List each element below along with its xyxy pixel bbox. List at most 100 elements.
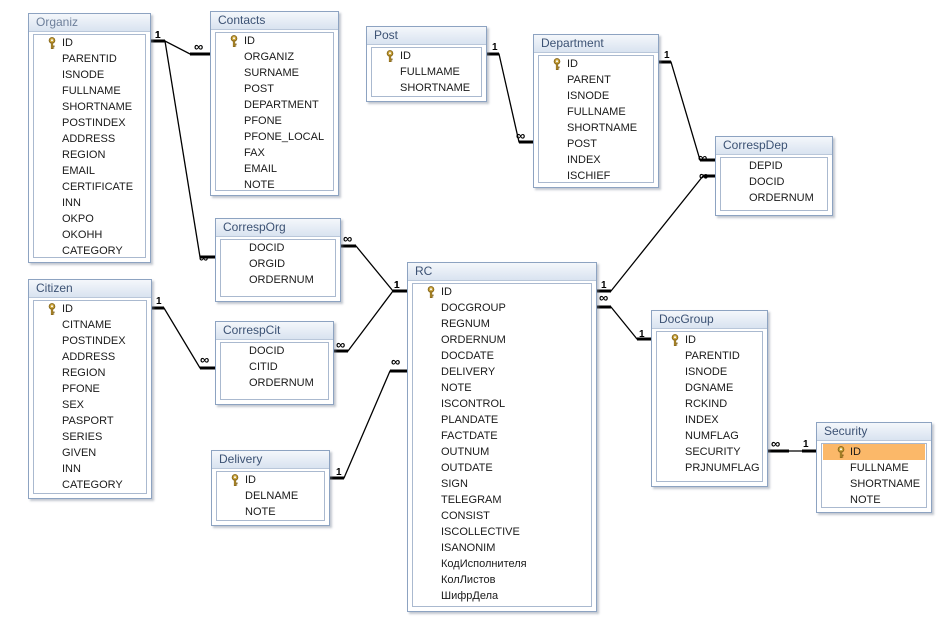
field-item[interactable]: ID (34, 35, 145, 51)
field-item[interactable]: ORDERNUM (221, 375, 328, 391)
field-item[interactable]: ISNODE (657, 364, 762, 380)
field-item[interactable]: ID (539, 56, 653, 72)
field-item[interactable]: CONSIST (413, 508, 591, 524)
table-title[interactable]: DocGroup (652, 311, 767, 329)
field-item[interactable]: ISNODE (539, 88, 653, 104)
field-item[interactable]: ID (217, 472, 324, 488)
field-item[interactable]: CATEGORY (34, 243, 145, 259)
field-item[interactable]: POST (216, 81, 333, 97)
field-item[interactable]: OKPO (34, 211, 145, 227)
field-item[interactable]: ISCHIEF (539, 168, 653, 184)
field-item[interactable]: ШифрДела (413, 588, 591, 604)
field-item[interactable]: ORDERNUM (413, 332, 591, 348)
field-item[interactable]: ISNODE (34, 67, 145, 83)
field-item[interactable]: NOTE (413, 380, 591, 396)
table-title[interactable]: RC (408, 263, 596, 281)
field-item[interactable]: SHORTNAME (822, 476, 926, 492)
relationship-line[interactable] (341, 245, 407, 292)
field-item[interactable]: КолЛистов (413, 572, 591, 588)
relationship-line[interactable] (151, 40, 210, 55)
field-item[interactable]: PFONE (216, 113, 333, 129)
field-item[interactable]: ID (372, 48, 481, 64)
field-item[interactable]: NOTE (216, 177, 333, 193)
field-item[interactable]: ORDERNUM (221, 272, 335, 288)
field-item[interactable]: DEPID (721, 158, 827, 174)
field-item[interactable]: CATEGORY (34, 477, 146, 493)
field-item[interactable]: NOTE (822, 492, 926, 508)
field-item[interactable]: REGNUM (413, 316, 591, 332)
field-item[interactable]: PARENTID (34, 51, 145, 67)
relationship-line[interactable] (487, 53, 533, 143)
field-item[interactable]: CITNAME (34, 317, 146, 333)
field-item[interactable]: OUTNUM (413, 444, 591, 460)
field-item[interactable]: ID (216, 33, 333, 49)
field-item[interactable]: DEPARTMENT (216, 97, 333, 113)
table-title[interactable]: Security (817, 423, 931, 441)
field-item[interactable]: INDEX (539, 152, 653, 168)
field-item[interactable]: INN (34, 195, 145, 211)
field-item[interactable]: NOTE (217, 504, 324, 520)
field-item[interactable]: INN (34, 461, 146, 477)
field-item[interactable]: ISANONIM (413, 540, 591, 556)
field-item[interactable]: REGION (34, 147, 145, 163)
field-item[interactable]: ID (34, 301, 146, 317)
field-item[interactable]: SEX (34, 397, 146, 413)
field-item[interactable]: КодИсполнителя (413, 556, 591, 572)
field-item[interactable]: CERTIFICATE (34, 179, 145, 195)
field-item[interactable]: DELNAME (217, 488, 324, 504)
field-item[interactable]: SHORTNAME (539, 120, 653, 136)
field-item[interactable]: INDEX (657, 412, 762, 428)
relationship-line[interactable] (659, 61, 715, 161)
field-item[interactable]: DOCDATE (413, 348, 591, 364)
field-item[interactable]: FULLNAME (822, 460, 926, 476)
field-item[interactable]: ID (413, 284, 591, 300)
field-item[interactable]: PARENTID (657, 348, 762, 364)
field-item[interactable]: POSTINDEX (34, 115, 145, 131)
field-item[interactable]: SIGN (413, 476, 591, 492)
field-item[interactable]: ID (657, 332, 762, 348)
field-item[interactable]: FULLMAME (372, 64, 481, 80)
field-item[interactable]: ORGANIZ (216, 49, 333, 65)
table-title[interactable]: Contacts (211, 12, 338, 30)
field-item[interactable]: EMAIL (34, 163, 145, 179)
field-item[interactable]: EMAIL (216, 161, 333, 177)
field-item[interactable]: SHORTNAME (34, 99, 145, 115)
field-item[interactable]: PFONE (34, 381, 146, 397)
relationship-line[interactable] (334, 290, 407, 352)
field-item[interactable]: DOCID (721, 174, 827, 190)
field-item[interactable]: FAX (216, 145, 333, 161)
table-title[interactable]: Citizen (29, 280, 151, 298)
field-item[interactable]: OKOHH (34, 227, 145, 243)
field-item[interactable]: OUTDATE (413, 460, 591, 476)
field-item[interactable]: PFONE_LOCAL (216, 129, 333, 145)
relationship-line[interactable] (152, 307, 215, 369)
field-item[interactable]: SECURITY (657, 444, 762, 460)
field-item[interactable]: ISCONTROL (413, 396, 591, 412)
field-item[interactable]: DOCID (221, 240, 335, 256)
table-title[interactable]: CorrespOrg (216, 219, 340, 237)
field-item[interactable]: POSTINDEX (34, 333, 146, 349)
field-item[interactable]: CITID (221, 359, 328, 375)
field-item[interactable]: DOCID (221, 343, 328, 359)
table-title[interactable]: Post (367, 27, 486, 45)
table-title[interactable]: Delivery (212, 451, 329, 469)
field-item[interactable]: DOCGROUP (413, 300, 591, 316)
relationship-line[interactable] (330, 370, 407, 479)
field-item[interactable]: DGNAME (657, 380, 762, 396)
field-item[interactable]: REGION (34, 365, 146, 381)
field-item[interactable]: SHORTNAME (372, 80, 481, 96)
field-item[interactable]: ORGID (221, 256, 335, 272)
field-item[interactable]: ADDRESS (34, 349, 146, 365)
table-title[interactable]: Organiz (29, 14, 150, 32)
field-item[interactable]: SURNAME (216, 65, 333, 81)
field-item[interactable]: NUMFLAG (657, 428, 762, 444)
